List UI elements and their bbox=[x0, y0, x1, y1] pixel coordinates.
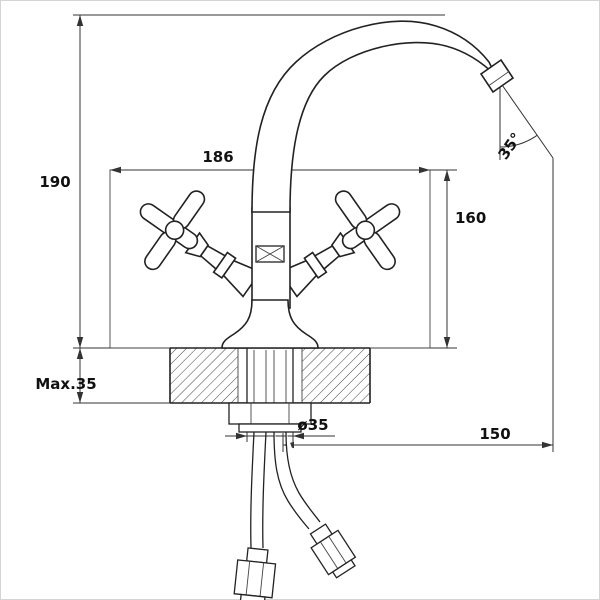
dim-overall-height bbox=[76, 15, 84, 348]
label-overall-height: 190 bbox=[39, 173, 70, 191]
dim-counter-thickness bbox=[76, 348, 84, 403]
handle-left bbox=[139, 190, 262, 298]
spout-outline bbox=[251, 20, 497, 213]
hose-fitting-right bbox=[309, 523, 357, 579]
label-shank-diameter: ø35 bbox=[297, 416, 328, 434]
supply-hose-right bbox=[273, 431, 321, 530]
under-counter-assembly bbox=[228, 347, 357, 600]
countertop-hatch-left bbox=[170, 348, 238, 403]
handle-hub-right bbox=[355, 220, 376, 241]
label-outlet-angle: 35° bbox=[494, 129, 525, 163]
dim-outlet-angle bbox=[499, 81, 554, 160]
cartridge-symbol bbox=[255, 245, 285, 263]
handle-hub-left bbox=[164, 220, 185, 241]
label-spout-height: 160 bbox=[455, 209, 486, 227]
supply-hose-left bbox=[250, 431, 267, 549]
label-spout-reach: 150 bbox=[479, 425, 510, 443]
escutcheon-base bbox=[221, 299, 319, 349]
dim-spout-reach bbox=[283, 441, 553, 449]
label-counter-thickness: Max.35 bbox=[35, 375, 96, 393]
hose-fitting-left bbox=[233, 547, 277, 600]
mounting-washer bbox=[238, 423, 302, 433]
dim-spout-height bbox=[443, 170, 451, 348]
spout bbox=[251, 20, 515, 213]
countertop-hatch-right bbox=[302, 348, 370, 403]
aerator bbox=[479, 58, 515, 94]
label-mount-width: 186 bbox=[202, 148, 233, 166]
faucet-body bbox=[221, 207, 319, 349]
